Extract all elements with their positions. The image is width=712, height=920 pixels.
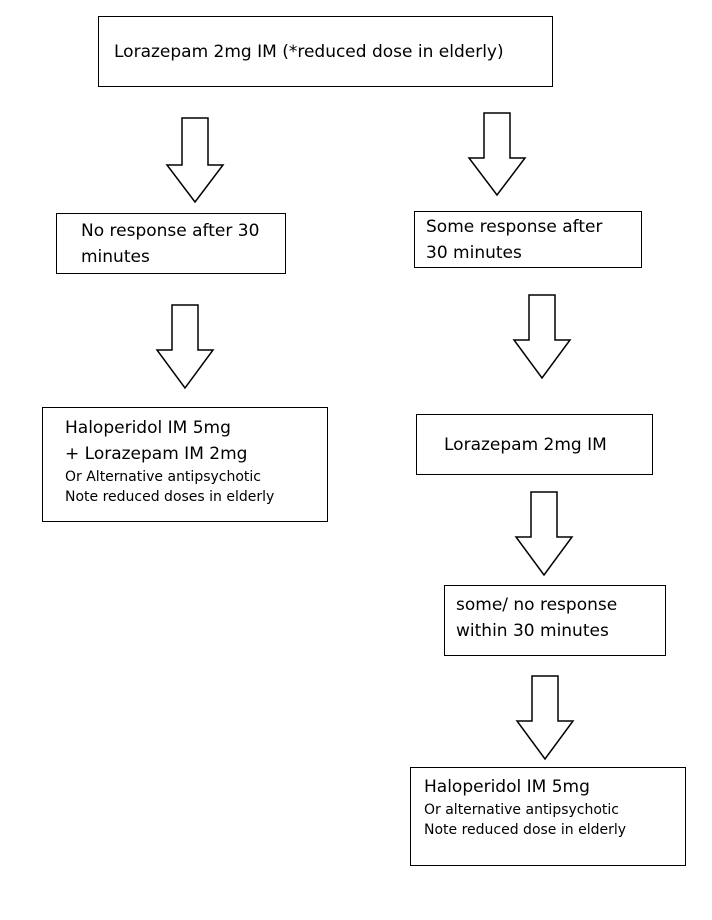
arrow-down-icon xyxy=(155,304,215,390)
right-condition2-line-2: within 30 minutes xyxy=(456,621,609,641)
right-condition-some-response: Some response after 30 minutes xyxy=(414,211,642,268)
left-action-note-2: Note reduced doses in elderly xyxy=(65,489,275,505)
arrow-down-icon xyxy=(165,117,225,204)
left-action-note-1: Or Alternative antipsychotic xyxy=(65,469,261,485)
left-action-line-1: Haloperidol IM 5mg xyxy=(65,418,231,438)
right-condition2-line-1: some/ no response xyxy=(456,595,618,615)
right-condition-line-2: 30 minutes xyxy=(426,243,522,263)
arrow-down-icon xyxy=(467,112,527,197)
right-action-label: Lorazepam 2mg IM xyxy=(444,435,607,455)
arrow-down-icon xyxy=(515,675,575,761)
left-action-line-2: + Lorazepam IM 2mg xyxy=(65,444,248,464)
arrow-down-icon xyxy=(514,491,574,577)
final-action-title: Haloperidol IM 5mg xyxy=(424,777,590,797)
right-action-lorazepam: Lorazepam 2mg IM xyxy=(416,414,653,475)
left-condition-line-2: minutes xyxy=(81,247,150,267)
left-condition-no-response: No response after 30 minutes xyxy=(56,213,286,274)
start-node-lorazepam: Lorazepam 2mg IM (*reduced dose in elder… xyxy=(98,16,553,87)
final-action-note-2: Note reduced dose in elderly xyxy=(424,822,627,838)
left-action-haloperidol-lorazepam: Haloperidol IM 5mg + Lorazepam IM 2mg Or… xyxy=(42,407,328,522)
start-node-label: Lorazepam 2mg IM (*reduced dose in elder… xyxy=(114,42,504,62)
left-condition-line-1: No response after 30 xyxy=(81,221,260,241)
final-action-haloperidol: Haloperidol IM 5mg Or alternative antips… xyxy=(410,767,686,866)
right-condition-line-1: Some response after xyxy=(426,217,603,237)
final-action-note-1: Or alternative antipsychotic xyxy=(424,802,619,818)
arrow-down-icon xyxy=(512,294,572,380)
right-condition-some-no-response: some/ no response within 30 minutes xyxy=(444,585,666,656)
